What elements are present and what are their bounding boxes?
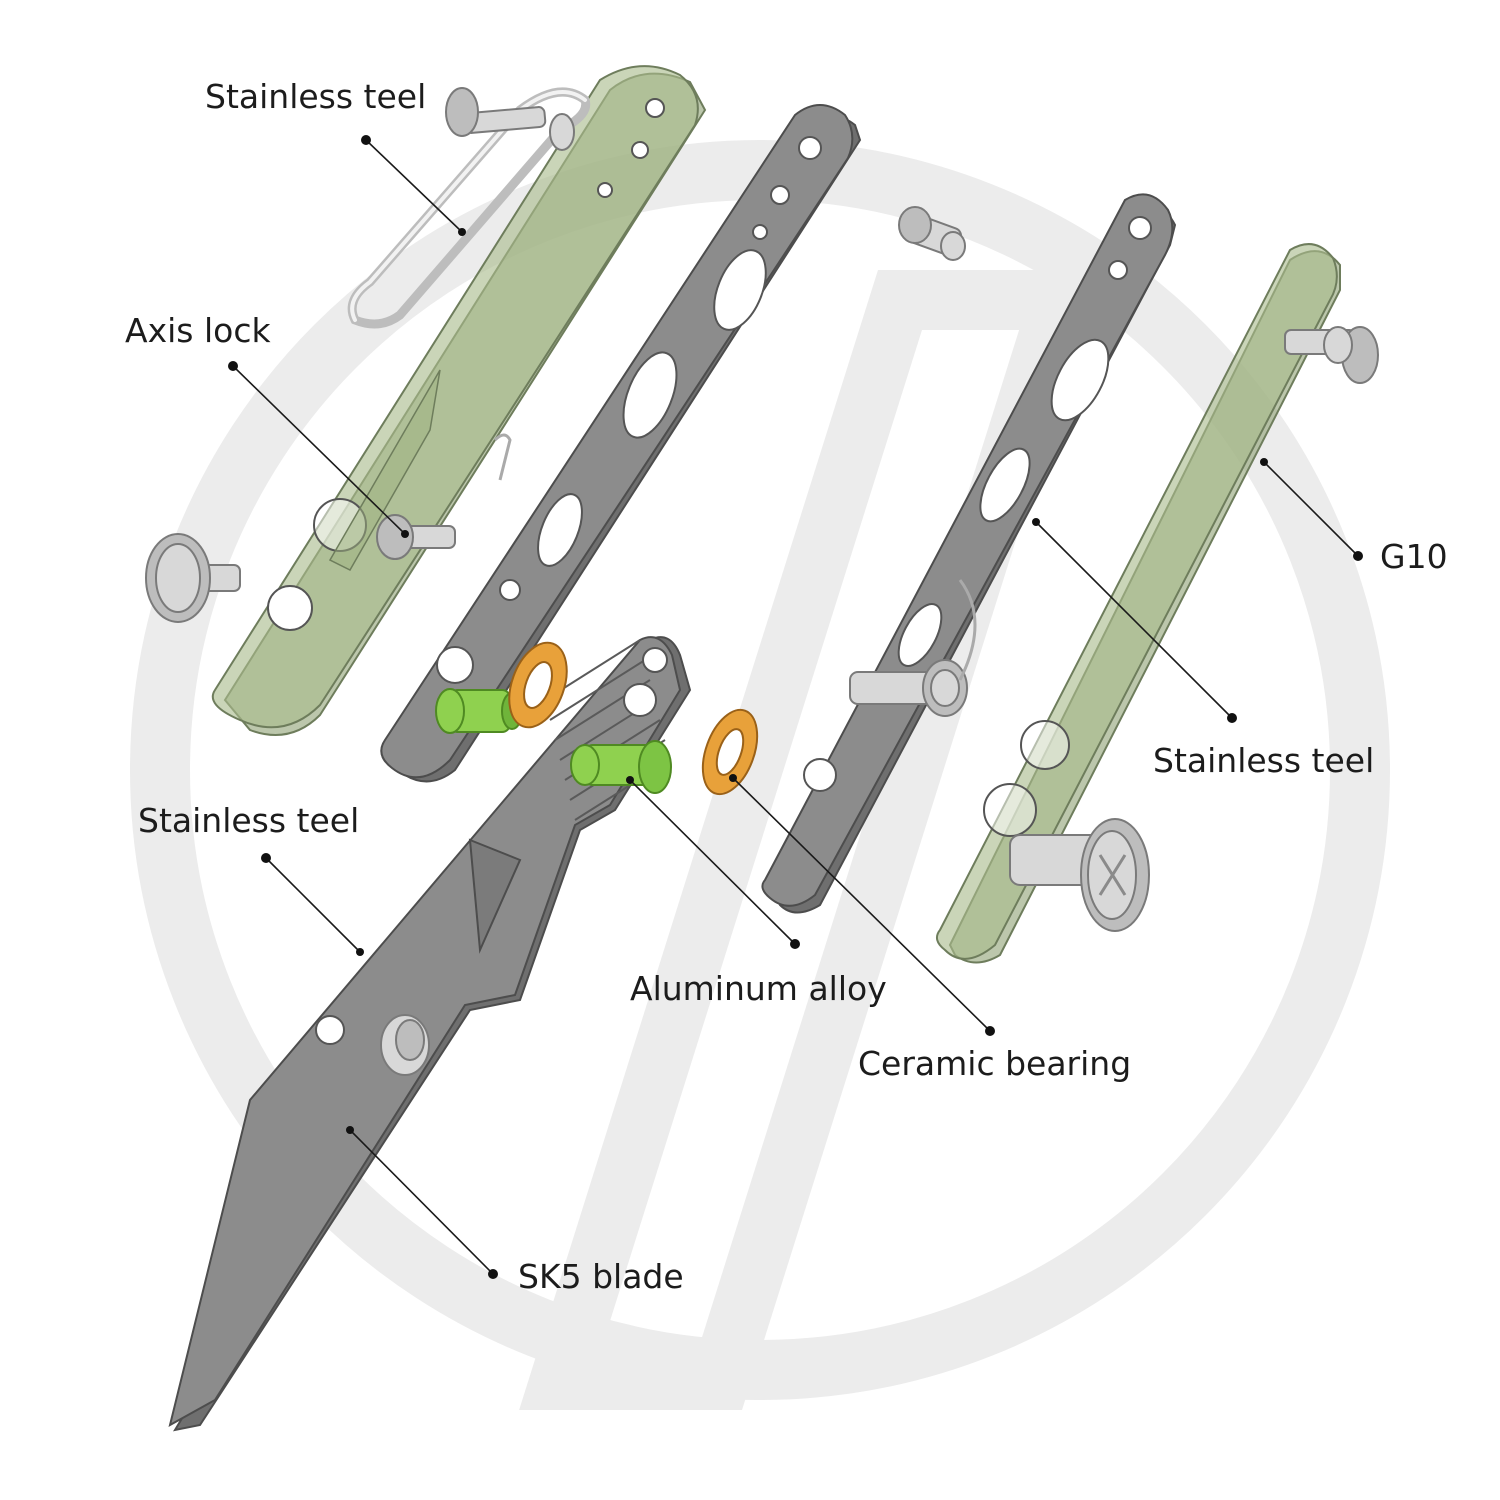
label-liner-right: Stainless teel [1153, 741, 1374, 780]
label-axis-lock: Axis lock [125, 311, 271, 350]
pivot-screw-right [1009, 818, 1150, 932]
label-liner-left: Stainless teel [138, 801, 359, 840]
liner-standoff [849, 579, 977, 717]
aluminum-pivot-parts [435, 688, 672, 794]
steel-liner-left [380, 104, 862, 783]
callout-lines [228, 135, 1363, 1279]
steel-liner-right [761, 193, 1177, 914]
axis-lock-hardware [145, 433, 512, 623]
ceramic-bearings [508, 641, 759, 796]
label-g10: G10 [1380, 537, 1448, 576]
g10-scale-left [211, 65, 707, 736]
label-ceramic-bearing: Ceramic bearing [858, 1044, 1131, 1083]
label-sk5-blade: SK5 blade [518, 1257, 684, 1296]
g10-scale-right [935, 243, 1341, 964]
sk5-blade [168, 636, 692, 1432]
label-clip-top: Stainless teel [205, 77, 426, 116]
clip-screw [445, 87, 575, 151]
label-aluminum-alloy: Aluminum alloy [630, 969, 887, 1008]
scale-screw-right [1284, 326, 1379, 384]
bushing-top [898, 206, 966, 261]
callout-labels: Stainless teel Axis lock G10 Stainless t… [125, 77, 1448, 1296]
